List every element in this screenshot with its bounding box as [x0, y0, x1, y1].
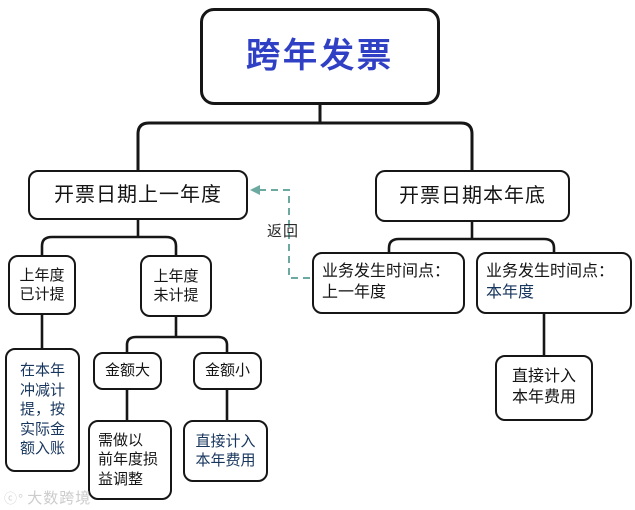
node-invoice-date-year-end: 开票日期本年底 — [375, 170, 570, 222]
node-title-label: 跨年发票 — [246, 37, 394, 76]
return-annotation: 返回 — [267, 223, 300, 240]
watermark: ⓒ° 大数跨境 — [4, 487, 91, 508]
node-business-time-prior-year: 业务发生时间点： 上一年度 — [312, 252, 465, 314]
watermark-text: 大数跨境 — [27, 490, 92, 507]
node-prior-year-pl-adjustment-label: 需做以 前年度损 益调整 — [98, 431, 159, 488]
node-reverse-accrual-current-year: 在本年 冲减计 提，按 实际金 额入账 — [5, 348, 80, 472]
node-prior-year-accrued-label: 上年度 已计提 — [19, 266, 65, 304]
node-amount-small-label: 金额小 — [204, 362, 250, 380]
return-dashed-arrow — [250, 185, 310, 279]
node-invoice-date-prior-year: 开票日期上一年度 — [28, 170, 248, 220]
node-invoice-date-prior-year-label: 开票日期上一年度 — [54, 184, 222, 206]
node-amount-small: 金额小 — [193, 352, 262, 390]
node-expense-current-year-small: 直接计入 本年费用 — [183, 420, 268, 482]
node-business-time-prior-year-line2: 上一年度 — [322, 284, 387, 301]
node-business-time-current-year-line1: 业务发生时间点： — [486, 263, 615, 281]
node-amount-large: 金额大 — [93, 352, 162, 390]
node-business-time-prior-year-line1: 业务发生时间点： — [322, 263, 451, 281]
node-expense-current-year-right: 直接计入 本年费用 — [495, 355, 593, 421]
node-expense-current-year-small-label: 直接计入 本年费用 — [195, 432, 256, 470]
node-amount-large-label: 金额大 — [104, 362, 150, 380]
node-invoice-date-year-end-label: 开票日期本年底 — [399, 185, 546, 207]
node-reverse-accrual-current-year-label: 在本年 冲减计 提，按 实际金 额入账 — [19, 362, 65, 458]
node-prior-year-accrued: 上年度 已计提 — [8, 255, 76, 315]
node-prior-year-pl-adjustment: 需做以 前年度损 益调整 — [88, 420, 172, 500]
watermark-logo-icon: ⓒ° — [4, 491, 25, 506]
node-business-time-current-year: 业务发生时间点： 本年度 — [476, 252, 632, 314]
node-title: 跨年发票 — [200, 8, 440, 105]
node-business-time-current-year-line2: 本年度 — [486, 284, 535, 301]
node-prior-year-not-accrued-label: 上年度 未计提 — [153, 267, 199, 305]
node-expense-current-year-right-label: 直接计入 本年费用 — [511, 368, 576, 406]
node-prior-year-not-accrued: 上年度 未计提 — [140, 255, 212, 317]
